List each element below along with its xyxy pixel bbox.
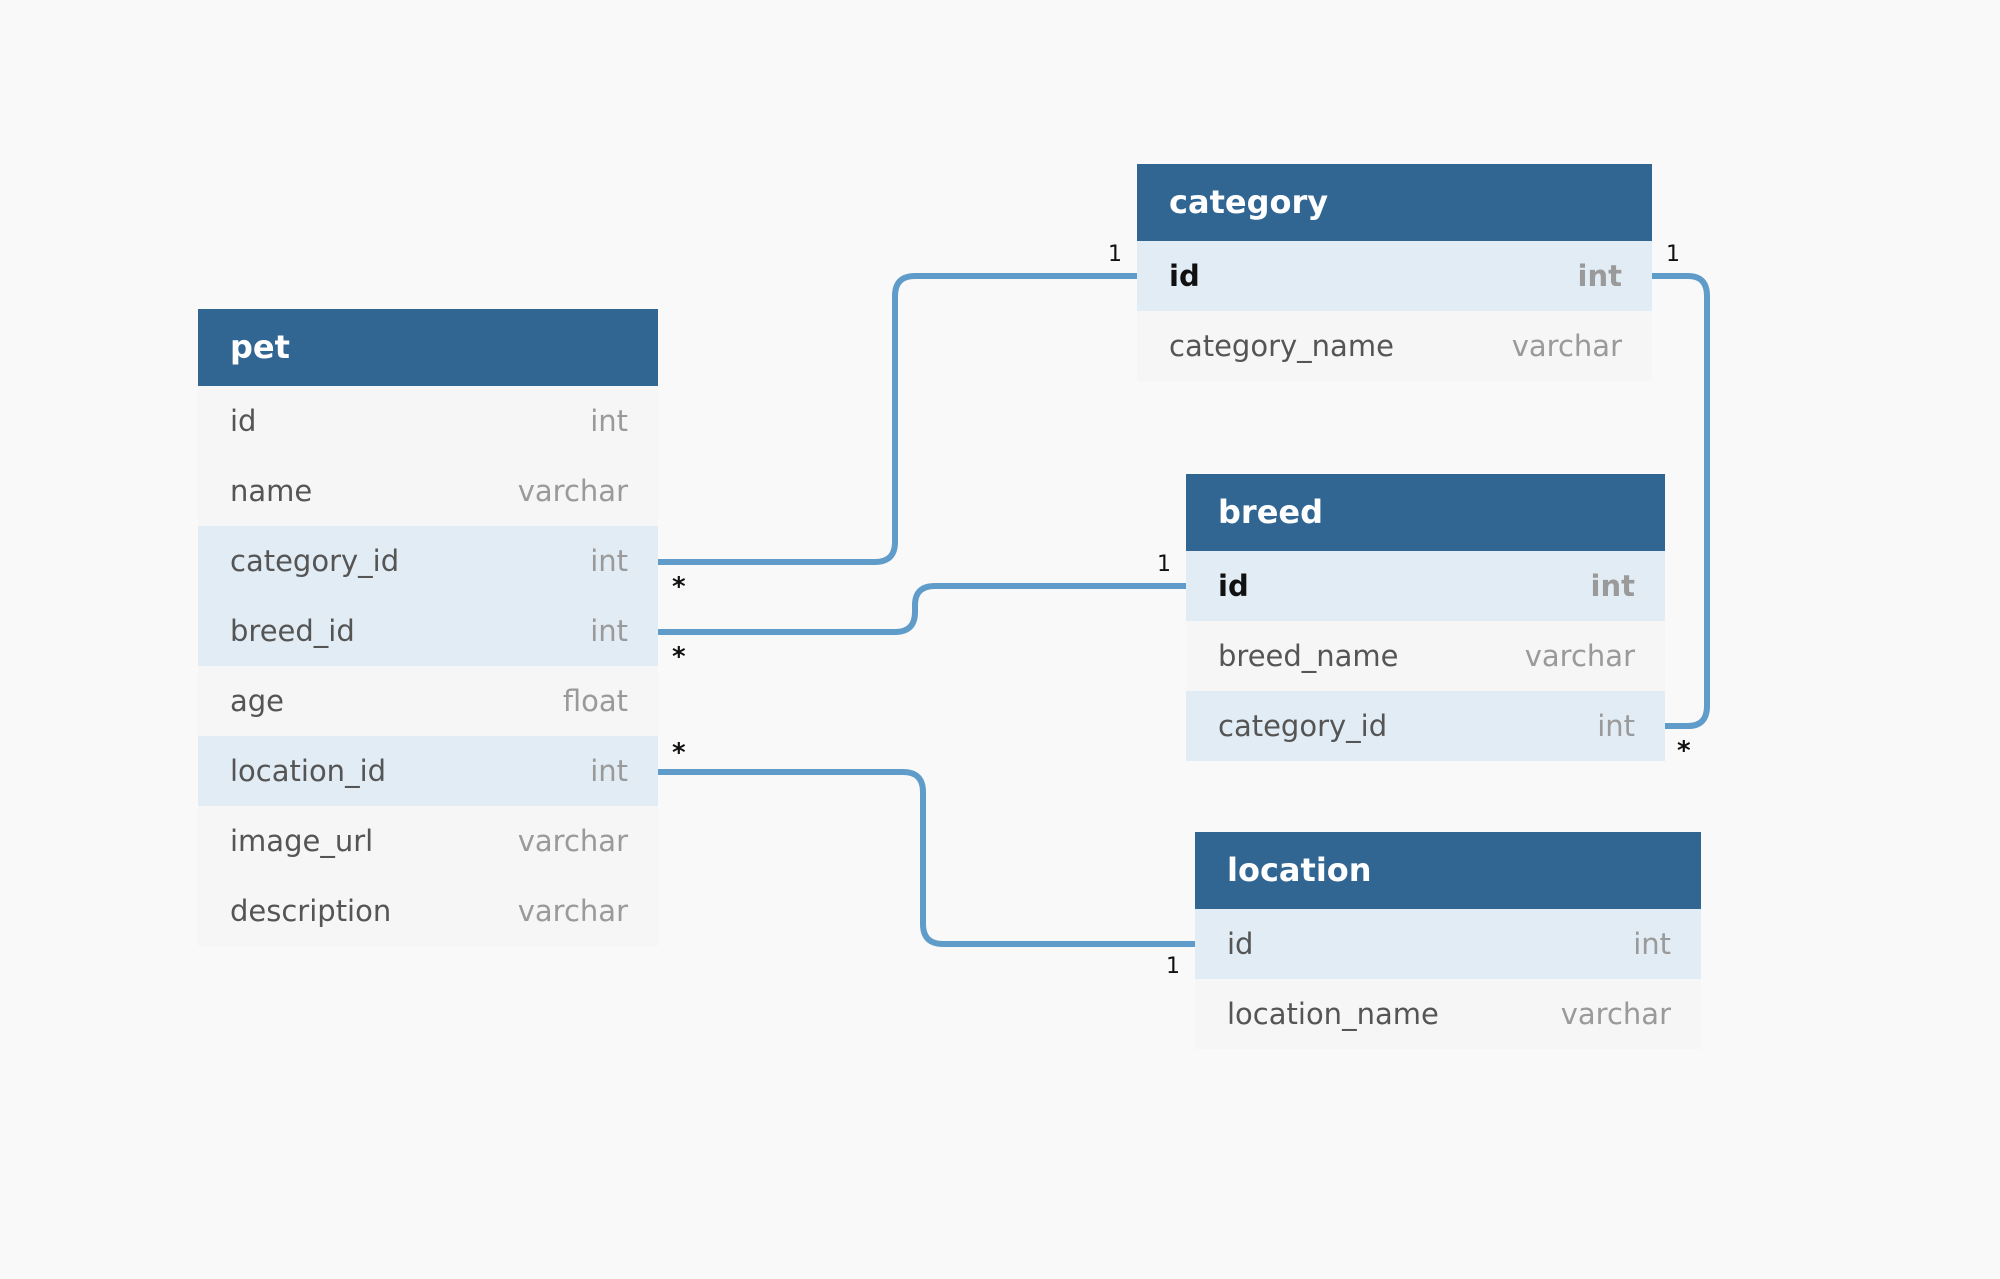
column-type: varchar — [1560, 997, 1671, 1031]
connector-pet-location — [658, 769, 1195, 947]
column-row-breed-id[interactable]: id int — [1186, 551, 1665, 621]
column-type: varchar — [517, 894, 628, 928]
column-name: age — [230, 684, 285, 718]
column-name: breed_id — [230, 614, 355, 648]
card-pet-location-one: 1 — [1166, 954, 1180, 979]
column-name: category_id — [1218, 709, 1388, 743]
column-row-pet-location-id[interactable]: location_id int — [198, 736, 658, 806]
column-row-pet-name[interactable]: name varchar — [198, 456, 658, 526]
column-name: breed_name — [1218, 639, 1399, 673]
column-name: name — [230, 474, 313, 508]
column-row-pet-description[interactable]: description varchar — [198, 876, 658, 946]
connector-pet-category — [658, 273, 1137, 565]
card-pet-category-many: * — [672, 572, 686, 602]
column-name: location_id — [230, 754, 387, 788]
column-row-pet-age[interactable]: age float — [198, 666, 658, 736]
card-pet-breed-many: * — [672, 642, 686, 672]
column-type: int — [1590, 569, 1635, 603]
column-type: varchar — [1511, 329, 1622, 363]
column-row-category-id[interactable]: id int — [1137, 241, 1652, 311]
column-row-breed-name[interactable]: breed_name varchar — [1186, 621, 1665, 691]
column-name: category_id — [230, 544, 400, 578]
column-name: location_name — [1227, 997, 1439, 1031]
column-row-pet-id[interactable]: id int — [198, 386, 658, 456]
column-name: id — [230, 404, 257, 438]
column-name: id — [1227, 927, 1254, 961]
column-row-pet-image-url[interactable]: image_url varchar — [198, 806, 658, 876]
column-type: varchar — [517, 824, 628, 858]
column-name: id — [1169, 259, 1200, 293]
column-row-pet-category-id[interactable]: category_id int — [198, 526, 658, 596]
card-pet-breed-one: 1 — [1157, 552, 1171, 577]
column-row-pet-breed-id[interactable]: breed_id int — [198, 596, 658, 666]
table-category[interactable]: category id int category_name varchar — [1137, 164, 1652, 381]
table-header-breed[interactable]: breed — [1186, 474, 1665, 551]
table-header-category[interactable]: category — [1137, 164, 1652, 241]
column-type: int — [590, 754, 628, 788]
table-pet[interactable]: pet id int name varchar category_id int … — [198, 309, 658, 946]
table-header-pet[interactable]: pet — [198, 309, 658, 386]
table-header-location[interactable]: location — [1195, 832, 1701, 909]
column-row-breed-category-id[interactable]: category_id int — [1186, 691, 1665, 761]
column-name: image_url — [230, 824, 374, 858]
column-type: float — [562, 684, 628, 718]
column-name: id — [1218, 569, 1249, 603]
table-location[interactable]: location id int location_name varchar — [1195, 832, 1701, 1049]
column-name: description — [230, 894, 392, 928]
card-breed-category-one: 1 — [1666, 242, 1680, 267]
connector-pet-breed — [658, 583, 1186, 635]
table-breed[interactable]: breed id int breed_name varchar category… — [1186, 474, 1665, 761]
column-type: int — [1577, 259, 1622, 293]
column-row-category-name[interactable]: category_name varchar — [1137, 311, 1652, 381]
card-pet-location-many: * — [672, 738, 686, 768]
column-type: int — [1597, 709, 1635, 743]
column-type: int — [590, 614, 628, 648]
column-type: varchar — [1524, 639, 1635, 673]
card-pet-category-one: 1 — [1108, 242, 1122, 267]
column-name: category_name — [1169, 329, 1394, 363]
column-type: int — [1633, 927, 1671, 961]
card-breed-category-many: * — [1677, 736, 1691, 766]
column-type: int — [590, 544, 628, 578]
column-type: varchar — [517, 474, 628, 508]
column-row-location-id[interactable]: id int — [1195, 909, 1701, 979]
column-type: int — [590, 404, 628, 438]
column-row-location-name[interactable]: location_name varchar — [1195, 979, 1701, 1049]
